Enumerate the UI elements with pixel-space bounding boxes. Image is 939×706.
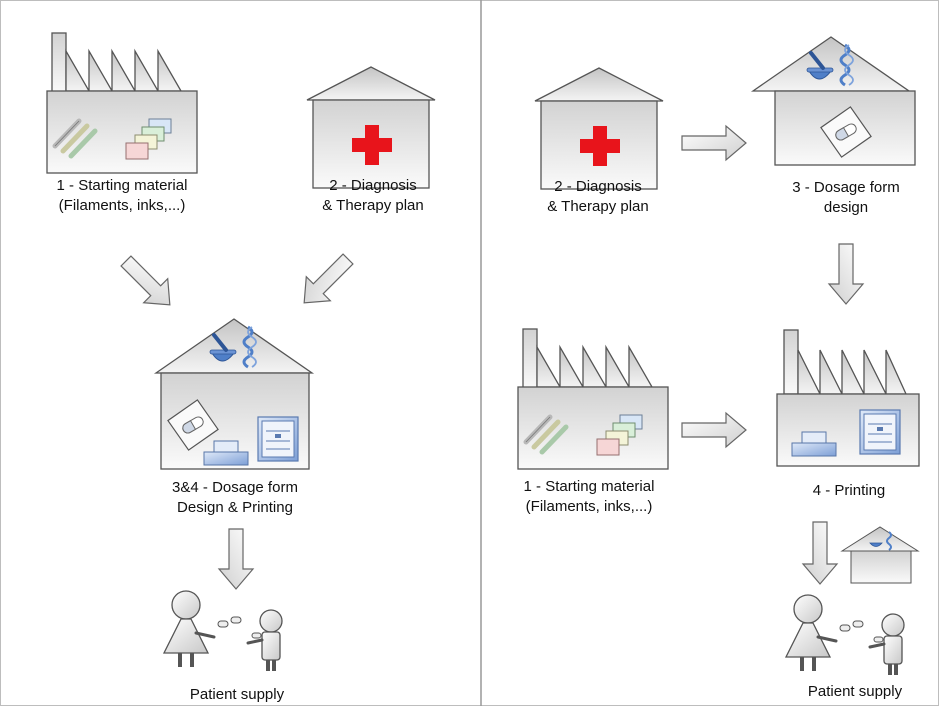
label-line: 2 - Diagnosis <box>554 178 642 195</box>
label-line: (Filaments, inks,...) <box>525 498 653 515</box>
patient-supply-label: Patient supply <box>150 685 324 705</box>
label-line: Patient supply <box>189 686 285 703</box>
hospital-icon <box>534 67 664 190</box>
patient-supply-label: Patient supply <box>770 682 939 702</box>
small-design-house-icon <box>840 526 920 584</box>
arrow-right-icon <box>681 125 747 161</box>
design-printing-label: 3&4 - Dosage form Design & Printing <box>146 478 324 518</box>
starting-material-label: 1 - Starting material (Filaments, inks,.… <box>501 477 677 517</box>
arrow-down-right-icon <box>120 255 171 306</box>
label-line: Design & Printing <box>177 499 293 516</box>
label-line: Patient supply <box>807 683 903 700</box>
design-printing-house-icon <box>154 317 314 470</box>
factory-icon <box>47 33 197 173</box>
label-line: (Filaments, inks,...) <box>58 197 186 214</box>
patient-icon <box>784 593 906 677</box>
label-line: 1 - Starting material <box>523 478 655 495</box>
label-line: 3&4 - Dosage form <box>172 479 298 496</box>
starting-material-label: 1 - Starting material (Filaments, inks,.… <box>34 176 210 216</box>
printing-label: 4 - Printing <box>784 481 914 501</box>
arrow-right-icon <box>681 412 747 448</box>
design-house-icon <box>751 35 916 166</box>
patient-icon <box>162 589 284 673</box>
label-line: 3 - Dosage form <box>792 179 900 196</box>
arrow-down-left-icon <box>303 253 354 304</box>
diagnosis-label: 2 - Diagnosis & Therapy plan <box>298 176 448 216</box>
label-line: 1 - Starting material <box>56 177 188 194</box>
label-line: & Therapy plan <box>322 197 424 214</box>
hospital-icon <box>306 66 436 189</box>
arrow-down-icon <box>217 528 255 590</box>
label-line: 4 - Printing <box>812 482 886 499</box>
dosage-design-label: 3 - Dosage form design <box>771 178 921 218</box>
diagnosis-label: 2 - Diagnosis & Therapy plan <box>523 177 673 217</box>
arrow-down-icon <box>801 521 839 585</box>
arrow-down-icon <box>827 243 865 305</box>
printing-factory-icon <box>776 329 920 467</box>
label-line: & Therapy plan <box>547 198 649 215</box>
label-line: design <box>823 199 869 216</box>
label-line: 2 - Diagnosis <box>329 177 417 194</box>
factory-icon <box>518 329 668 469</box>
